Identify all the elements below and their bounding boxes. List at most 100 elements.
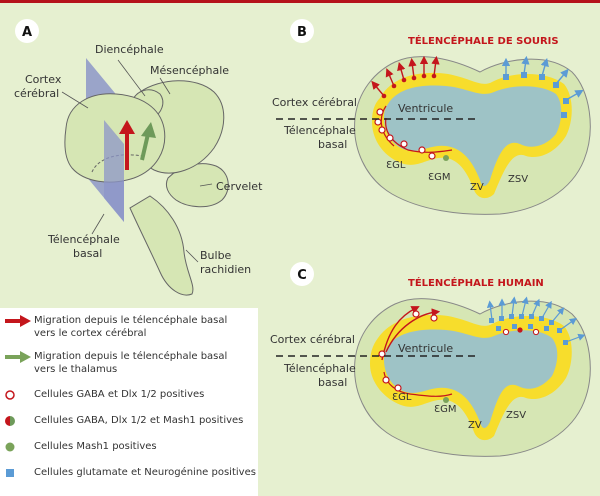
human-blue-arrow-5 (531, 298, 540, 317)
human-blue-square-6 (539, 316, 544, 321)
mouse-blue-square-5 (563, 98, 569, 104)
human-blue-square-1 (489, 318, 494, 323)
panel-b-title: TÉLENCÉPHALE DE SOURIS (408, 34, 559, 47)
mouse-cell-5 (400, 140, 408, 148)
mouse-red-arrow-6 (431, 55, 440, 77)
mouse-label-egm: ƐGM (428, 172, 451, 183)
legend-text-red-ring: Cellules GABA et Dlx 1/2 positives (34, 389, 205, 400)
label-bulbe: Bulbe rachidien (200, 249, 251, 276)
green-dot-icon (4, 440, 34, 454)
human-mixed-cell-3 (532, 328, 540, 336)
human-blue-arrow-9 (565, 333, 586, 343)
human-blue-arrow-6 (541, 300, 552, 319)
mouse-blue-arrow-3 (540, 57, 549, 77)
mouse-cell-3 (378, 126, 386, 134)
green-arrow-icon (4, 350, 34, 364)
green-migration-arrow-head (141, 122, 156, 138)
mouse-red-base-1 (381, 93, 387, 99)
legend-text-green-arrow: Migration depuis le télencéphale basal v… (34, 351, 228, 375)
panel-c-letter: C (297, 268, 307, 283)
label-mesencephale: Mésencéphale (150, 64, 229, 77)
mouse-label-cortex: Cortex cérébral (272, 96, 357, 109)
red-migration-arrow-head (119, 120, 135, 134)
leader-cervelet (199, 183, 213, 187)
human-mixed-cells (502, 327, 540, 336)
panel-b-badge (290, 19, 314, 43)
leader-diencephale (117, 59, 146, 97)
mouse-cell-7 (428, 152, 436, 160)
label-cortex-a-line2: cérébral (14, 87, 59, 100)
human-label-telencephale-line2: basal (318, 376, 347, 389)
human-blue-arrows (486, 296, 586, 343)
mouse-blue-arrow-2 (521, 55, 530, 75)
human-red-cell-top-1 (412, 310, 420, 318)
label-telencephale-a: Télencéphale basal (47, 233, 123, 260)
human-cell-1 (378, 350, 386, 358)
mouse-red-arrow-3 (397, 61, 406, 81)
human-label-telencephale-line1: Télencéphale (283, 362, 356, 375)
mouse-migration-path-2 (380, 105, 395, 147)
human-blue-square-3 (509, 314, 514, 319)
legend-item-split-circle: Cellules GABA, Dlx 1/2 et Mash1 positive… (4, 414, 243, 428)
legend-item-blue-square: Cellules glutamate et Neurogénine positi… (4, 466, 256, 480)
panel-c-badge (290, 262, 314, 286)
human-ge-cells (378, 350, 449, 403)
mouse-blue-square-1 (503, 74, 509, 80)
mouse-ventricle (384, 85, 562, 186)
legend: Migration depuis le télencéphale basal v… (0, 308, 258, 496)
mouse-red-arrow-2 (385, 68, 395, 87)
mouse-blue-squares (503, 72, 569, 118)
legend-text-split-circle: Cellules GABA, Dlx 1/2 et Mash1 positive… (34, 415, 244, 426)
mouse-cell-1 (376, 108, 384, 116)
human-mixed-cell-2 (517, 327, 523, 333)
human-blue-square-5 (529, 314, 534, 319)
split-circle-icon (4, 414, 34, 428)
legend-text-blue-square: Cellules glutamate et Neurogénine positi… (34, 467, 256, 478)
human-label-ventricule: Ventricule (398, 342, 453, 355)
section-plane-front (104, 120, 124, 222)
red-arrow-icon (4, 314, 34, 328)
human-label-telencephale: Télencéphale basal (283, 362, 359, 389)
mouse-red-base-6 (431, 73, 437, 79)
panel-a-letter: A (22, 25, 32, 40)
leader-bulbe (185, 249, 199, 263)
panel-b: B TÉLENCÉPHALE DE SOURIS (272, 19, 591, 215)
mouse-blue-square-3 (539, 74, 545, 80)
human-blue-arrow-4 (521, 296, 529, 317)
human-red-cell-top-2 (430, 314, 438, 322)
mouse-blue-square-4 (553, 82, 559, 88)
human-blue-squares (489, 314, 568, 345)
legend-text-green-dot: Cellules Mash1 positives (34, 441, 157, 452)
human-blue-square-11 (512, 324, 517, 329)
label-cortex-a: Cortex cérébral (14, 73, 65, 100)
mouse-red-arrow-bases (381, 73, 437, 99)
human-blue-arrow-3 (509, 296, 518, 317)
mouse-cell-4 (386, 134, 394, 142)
label-diencephale: Diencéphale (95, 43, 164, 56)
mouse-red-arrow-1 (371, 80, 385, 97)
top-rule (0, 0, 600, 3)
human-label-zv: ZV (468, 420, 482, 431)
brainstem-shape (129, 195, 194, 296)
mouse-label-zsv: ZSV (508, 174, 528, 185)
leader-mesencephale (159, 77, 171, 95)
cerebellum-shape (165, 163, 229, 208)
basal-outline-dashed (91, 154, 143, 173)
human-mixed-cell-1 (502, 328, 510, 336)
human-blue-square-2 (499, 316, 504, 321)
human-blue-square-12 (528, 324, 533, 329)
human-red-path-2 (385, 308, 441, 353)
mouse-label-telencephale: Télencéphale basal (283, 124, 359, 151)
mouse-label-telencephale-line2: basal (318, 138, 347, 151)
legend-item-red-arrow: Migration depuis le télencéphale basal v… (4, 314, 227, 340)
human-blue-square-10 (496, 326, 501, 331)
human-blue-square-7 (549, 320, 554, 325)
panel-a-badge (15, 19, 39, 43)
panel-b-letter: B (297, 25, 307, 40)
mouse-ge-cells (374, 108, 449, 161)
human-label-zsv: ZSV (506, 410, 526, 421)
mouse-cell-6 (418, 146, 426, 154)
legend-item-green-arrow: Migration depuis le télencéphale basal v… (4, 350, 227, 376)
mouse-red-base-5 (421, 73, 427, 79)
legend-text-red-arrow: Migration depuis le télencéphale basal v… (34, 315, 228, 339)
